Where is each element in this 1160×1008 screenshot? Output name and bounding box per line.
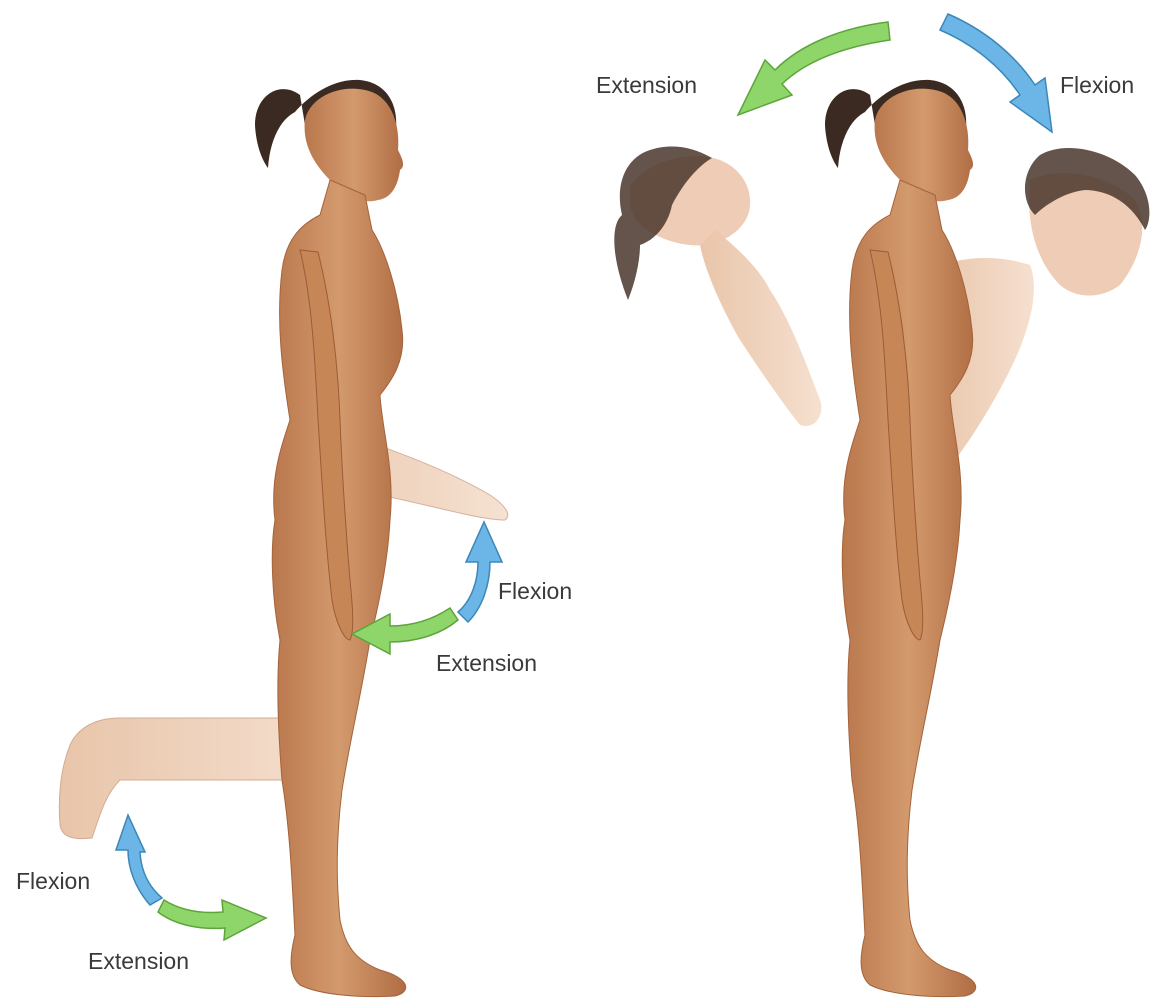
left-figure [59, 80, 507, 997]
right-figure [614, 80, 1149, 997]
arm-extension-label: Extension [436, 652, 537, 675]
arm-flexion-arrow [458, 522, 502, 622]
right-figure-ghost-extension [700, 230, 821, 426]
leg-extension-arrow [158, 900, 266, 940]
leg-flexion-arrow [116, 815, 162, 905]
arm-flexion-label: Flexion [498, 580, 572, 603]
trunk-flexion-label: Flexion [1060, 74, 1134, 97]
leg-flexion-label: Flexion [16, 870, 90, 893]
trunk-extension-label: Extension [596, 74, 697, 97]
left-figure-head [305, 89, 403, 202]
right-figure-head [875, 89, 973, 202]
leg-extension-label: Extension [88, 950, 189, 973]
